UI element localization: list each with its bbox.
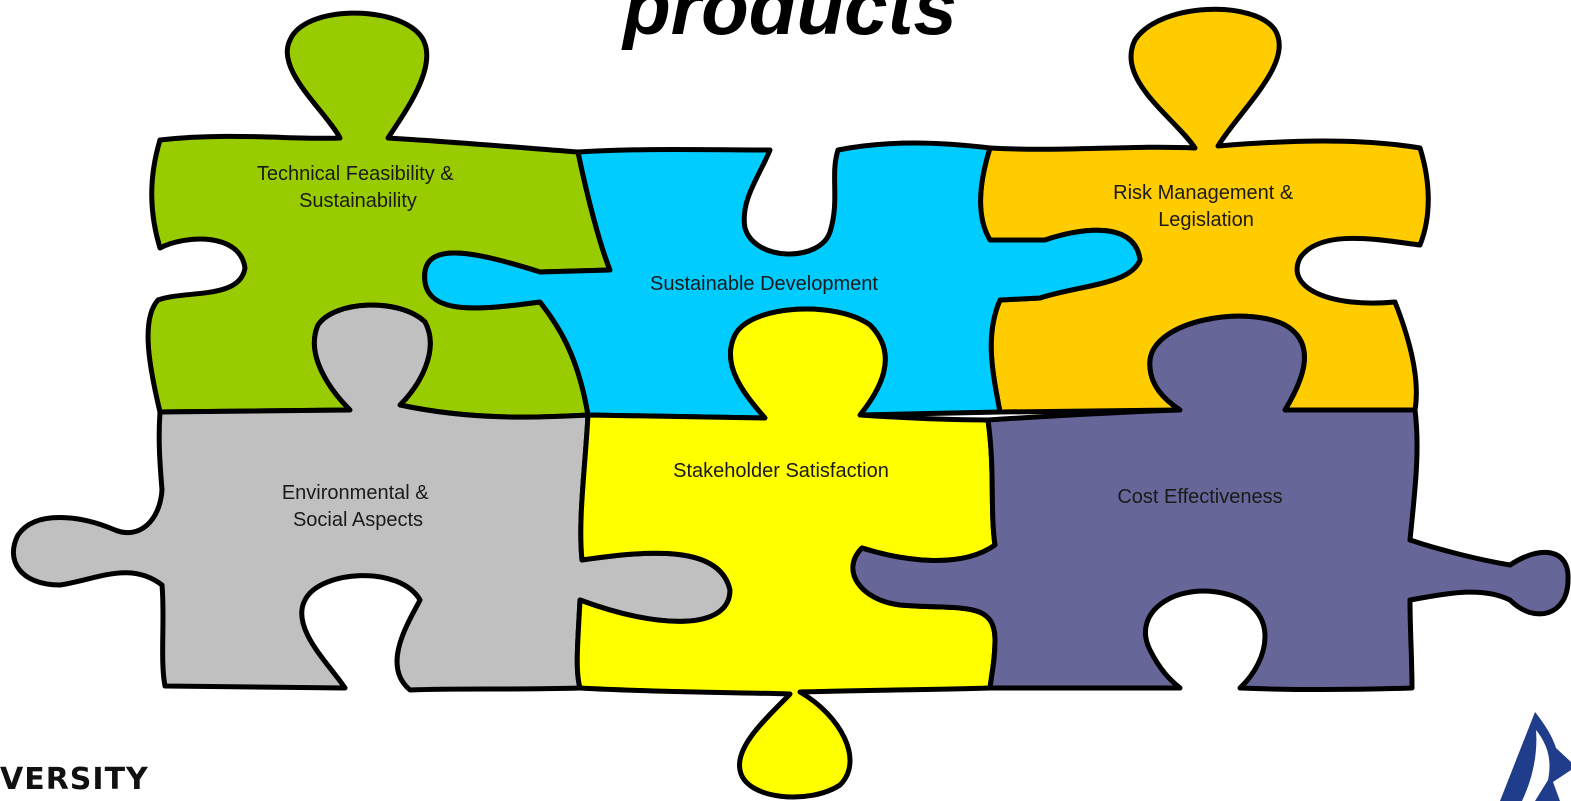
puzzle-piece-environmental: [11, 302, 733, 693]
piece-label-cost: Cost Effectiveness: [1117, 486, 1282, 508]
piece-label-cost-line1: Cost Effectiveness: [1117, 486, 1282, 508]
piece-label-stakeholder: Stakeholder Satisfaction: [673, 460, 889, 482]
puzzle-piece-cost: [850, 313, 1571, 692]
piece-label-risk-line1: Risk Management &: [1113, 182, 1294, 204]
university-wordmark: VERSITY: [0, 762, 149, 797]
university-logo-icon: [1500, 712, 1571, 801]
piece-label-environmental: Environmental & Social Aspects: [282, 482, 434, 531]
piece-label-risk-line2: Legislation: [1158, 209, 1254, 231]
piece-label-stakeholder-line1: Stakeholder Satisfaction: [673, 460, 889, 482]
piece-label-sustainable-line1: Sustainable Development: [650, 273, 878, 295]
piece-label-technical-line1: Technical Feasibility &: [257, 163, 454, 185]
slide-title: products: [623, 0, 957, 51]
piece-label-environmental-line1: Environmental &: [282, 482, 429, 504]
piece-label-technical: Technical Feasibility & Sustainability: [257, 163, 459, 212]
piece-label-risk: Risk Management & Legislation: [1113, 182, 1299, 231]
piece-label-sustainable: Sustainable Development: [650, 273, 878, 295]
piece-label-environmental-line2: Social Aspects: [293, 509, 423, 531]
puzzle-piece-sustainable: [422, 140, 1143, 421]
piece-label-technical-line2: Sustainability: [299, 190, 417, 212]
puzzle-piece-stakeholder: [574, 306, 998, 800]
